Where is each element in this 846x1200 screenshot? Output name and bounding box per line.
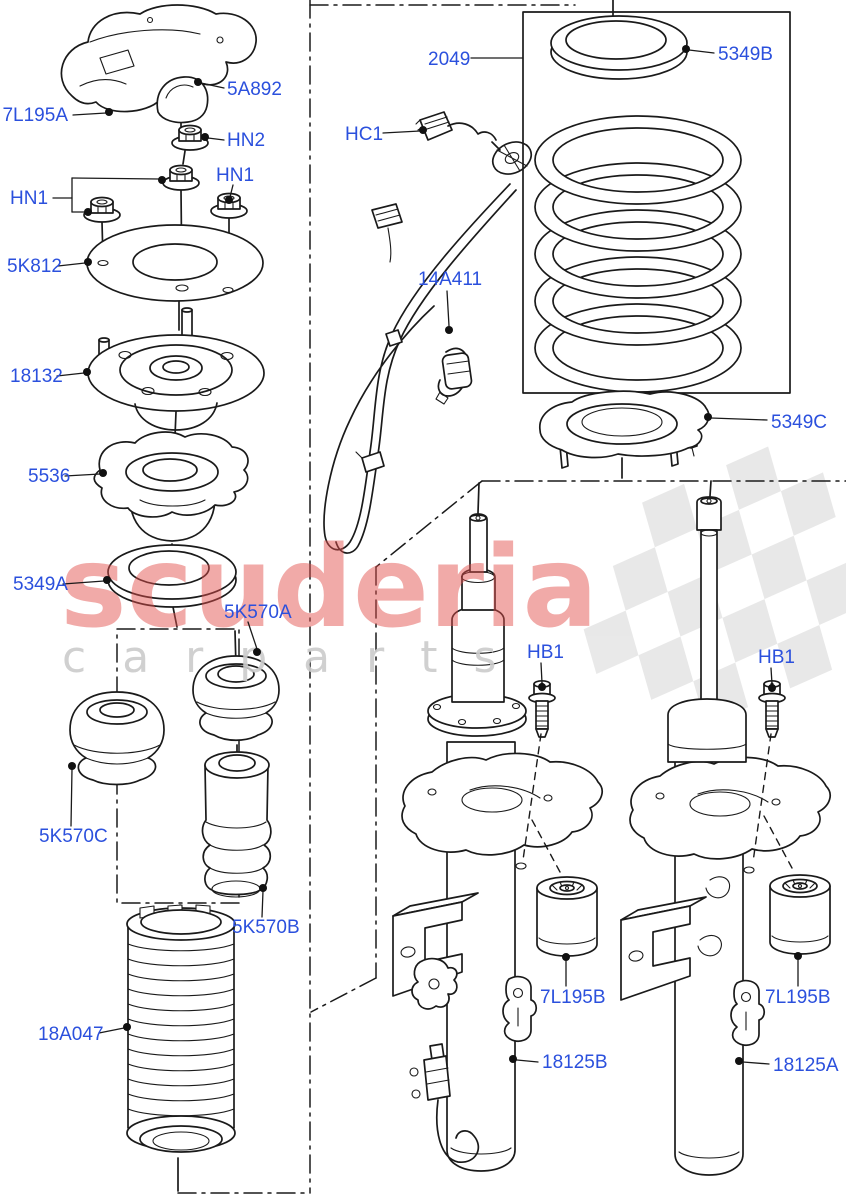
part-label-HC1[interactable]: HC1 <box>345 124 383 145</box>
part-label-5536[interactable]: 5536 <box>28 466 70 487</box>
part-HN1-nut <box>83 196 121 223</box>
abs-wire-bracket-left-strut <box>409 957 480 1163</box>
part-label-5K570A[interactable]: 5K570A <box>224 602 292 623</box>
part-14A411-wire-harness <box>323 183 517 554</box>
watermark: scuderia carparts <box>60 523 598 683</box>
part-label-HB1-left[interactable]: HB1 <box>527 642 564 663</box>
watermark-brand-text: scuderia <box>60 523 598 653</box>
part-5K812-washer-plate <box>86 224 264 302</box>
part-2049-coil-spring <box>534 115 742 393</box>
part-18A047-dust-bellows <box>126 904 236 1153</box>
part-label-5A892[interactable]: 5A892 <box>227 79 282 100</box>
part-label-5349C[interactable]: 5349C <box>771 412 827 433</box>
coil-spring-box <box>522 11 791 394</box>
part-label-7L195A[interactable]: 7L195A <box>2 105 68 126</box>
part-label-5K570B[interactable]: 5K570B <box>232 917 300 938</box>
part-HC1-sensor <box>415 111 533 175</box>
part-5349A-spring-isolator-upper <box>107 544 237 608</box>
part-18132-strut-top-mount <box>87 307 265 431</box>
part-label-2049[interactable]: 2049 <box>428 49 470 70</box>
part-label-HN2[interactable]: HN2 <box>227 130 265 151</box>
part-label-5349B[interactable]: 5349B <box>718 44 773 65</box>
section-borders <box>116 0 846 1194</box>
watermark-sub-text: carparts <box>62 632 532 683</box>
part-label-14A411[interactable]: 14A411 <box>418 269 482 290</box>
part-5K570A-bump-stop <box>192 655 280 742</box>
part-label-7L195B-right[interactable]: 7L195B <box>765 987 831 1008</box>
checkered-flag-watermark <box>583 446 846 726</box>
part-label-18A047[interactable]: 18A047 <box>38 1024 104 1045</box>
part-5349B-spring-isolator <box>550 15 688 80</box>
part-5349C-spring-seat-lower <box>539 390 710 469</box>
part-7L195B-bushing <box>536 876 598 957</box>
part-label-18125A[interactable]: 18125A <box>773 1055 839 1076</box>
part-7L195B-bushing-right <box>769 874 831 955</box>
part-label-18132[interactable]: 18132 <box>10 366 63 387</box>
part-label-18125B[interactable]: 18125B <box>542 1052 608 1073</box>
dashed-assembly-lines <box>522 733 793 873</box>
strut-lower-assembly-right <box>620 745 832 1176</box>
part-label-HN1-right[interactable]: HN1 <box>216 165 254 186</box>
part-number-labels: 7L195A5A892HN2HN1HN15K8121813255365349A5… <box>2 44 838 1076</box>
part-label-HB1-right[interactable]: HB1 <box>758 647 795 668</box>
part-7L195A-top-mount-cover <box>60 4 257 113</box>
part-5K570C-bump-stop <box>69 691 165 786</box>
part-5536-spring-seat <box>93 431 249 542</box>
part-HN1-nut <box>162 164 200 191</box>
part-5A892-cap <box>156 76 209 124</box>
part-label-5349A[interactable]: 5349A <box>13 574 68 595</box>
part-label-7L195B-left[interactable]: 7L195B <box>540 987 606 1008</box>
part-label-HN1-left[interactable]: HN1 <box>10 188 48 209</box>
part-18125B-strut-upper <box>427 513 527 737</box>
strut-lower-assembly <box>392 741 603 1172</box>
part-18125A-strut-upper <box>667 496 747 957</box>
part-label-5K570C[interactable]: 5K570C <box>39 826 108 847</box>
part-HN2-nut <box>171 124 209 151</box>
part-5K570B-jounce-bumper <box>201 751 272 898</box>
part-label-5K812[interactable]: 5K812 <box>7 256 62 277</box>
